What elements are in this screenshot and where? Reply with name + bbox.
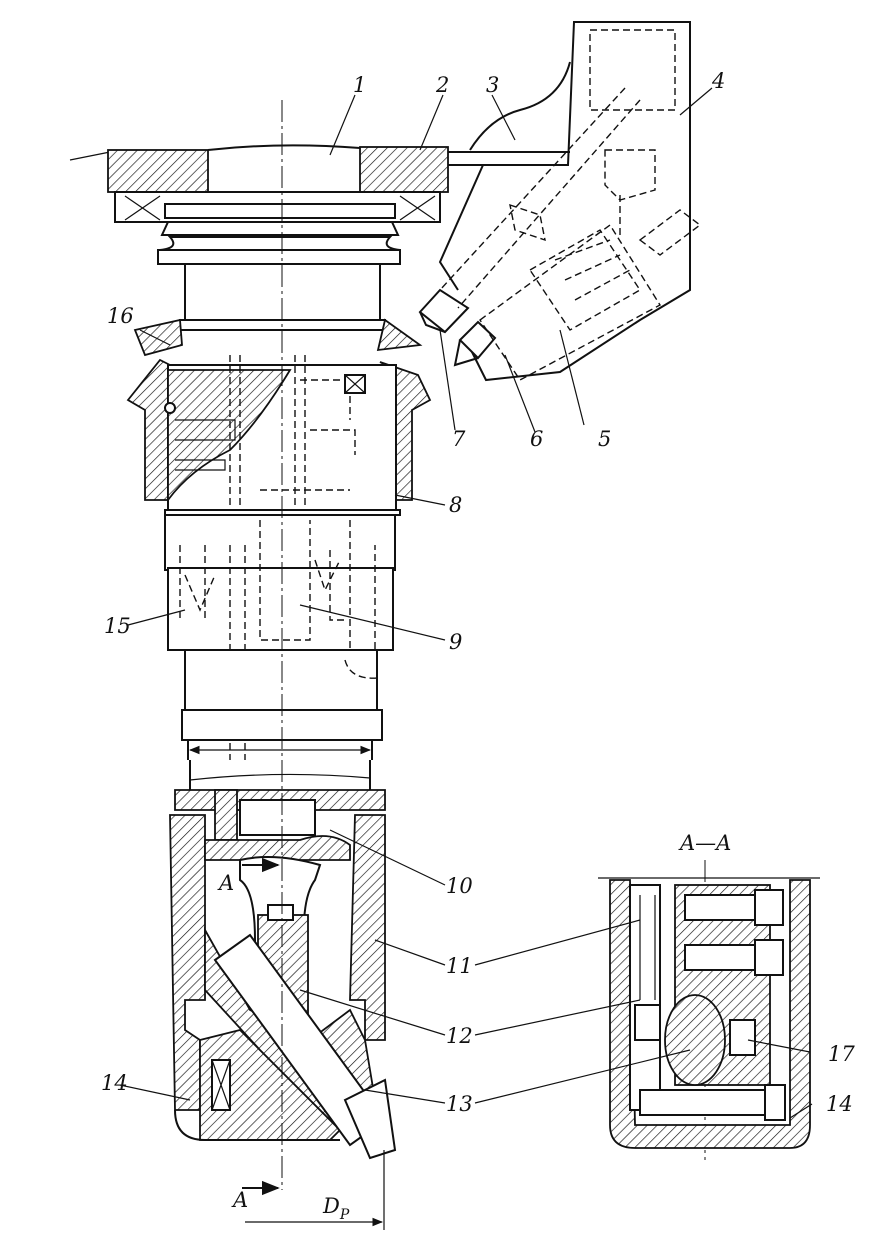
dimension-label: DP (322, 1194, 350, 1223)
label-part-3: 3 (486, 73, 499, 97)
section-title: A—A (678, 831, 731, 855)
label-part-6: 6 (530, 427, 543, 451)
label-part-17: 17 (828, 1042, 855, 1066)
angle-tool-attachment (418, 21, 702, 382)
label-part-4: 4 (711, 69, 725, 93)
leader-lines (119, 87, 813, 1119)
middle-body (164, 514, 396, 760)
section-arrow-label-top: A (217, 871, 234, 895)
label-part-13: 13 (446, 1092, 473, 1116)
label-part-15: 15 (104, 614, 131, 638)
section-arrows (242, 857, 385, 1230)
label-part-10: 10 (446, 874, 473, 898)
label-part-8: 8 (449, 493, 462, 517)
label-part-7: 7 (452, 427, 466, 451)
diameter-dimension-line (187, 740, 373, 790)
section-a-a-view (598, 877, 820, 1149)
label-part-16: 16 (107, 304, 134, 328)
label-part-14: 14 (101, 1071, 128, 1095)
lower-head (169, 789, 397, 1160)
label-part-14-section: 14 (826, 1092, 853, 1116)
label-part-2: 2 (435, 73, 449, 97)
section-arrow-label-bottom: A (231, 1188, 248, 1212)
spindle-housing (69, 144, 570, 331)
upper-body (126, 318, 432, 520)
label-part-1: 1 (353, 73, 366, 97)
label-part-9: 9 (449, 630, 462, 654)
label-part-5: 5 (598, 427, 611, 451)
label-part-11: 11 (446, 954, 473, 978)
label-part-12: 12 (446, 1024, 473, 1048)
